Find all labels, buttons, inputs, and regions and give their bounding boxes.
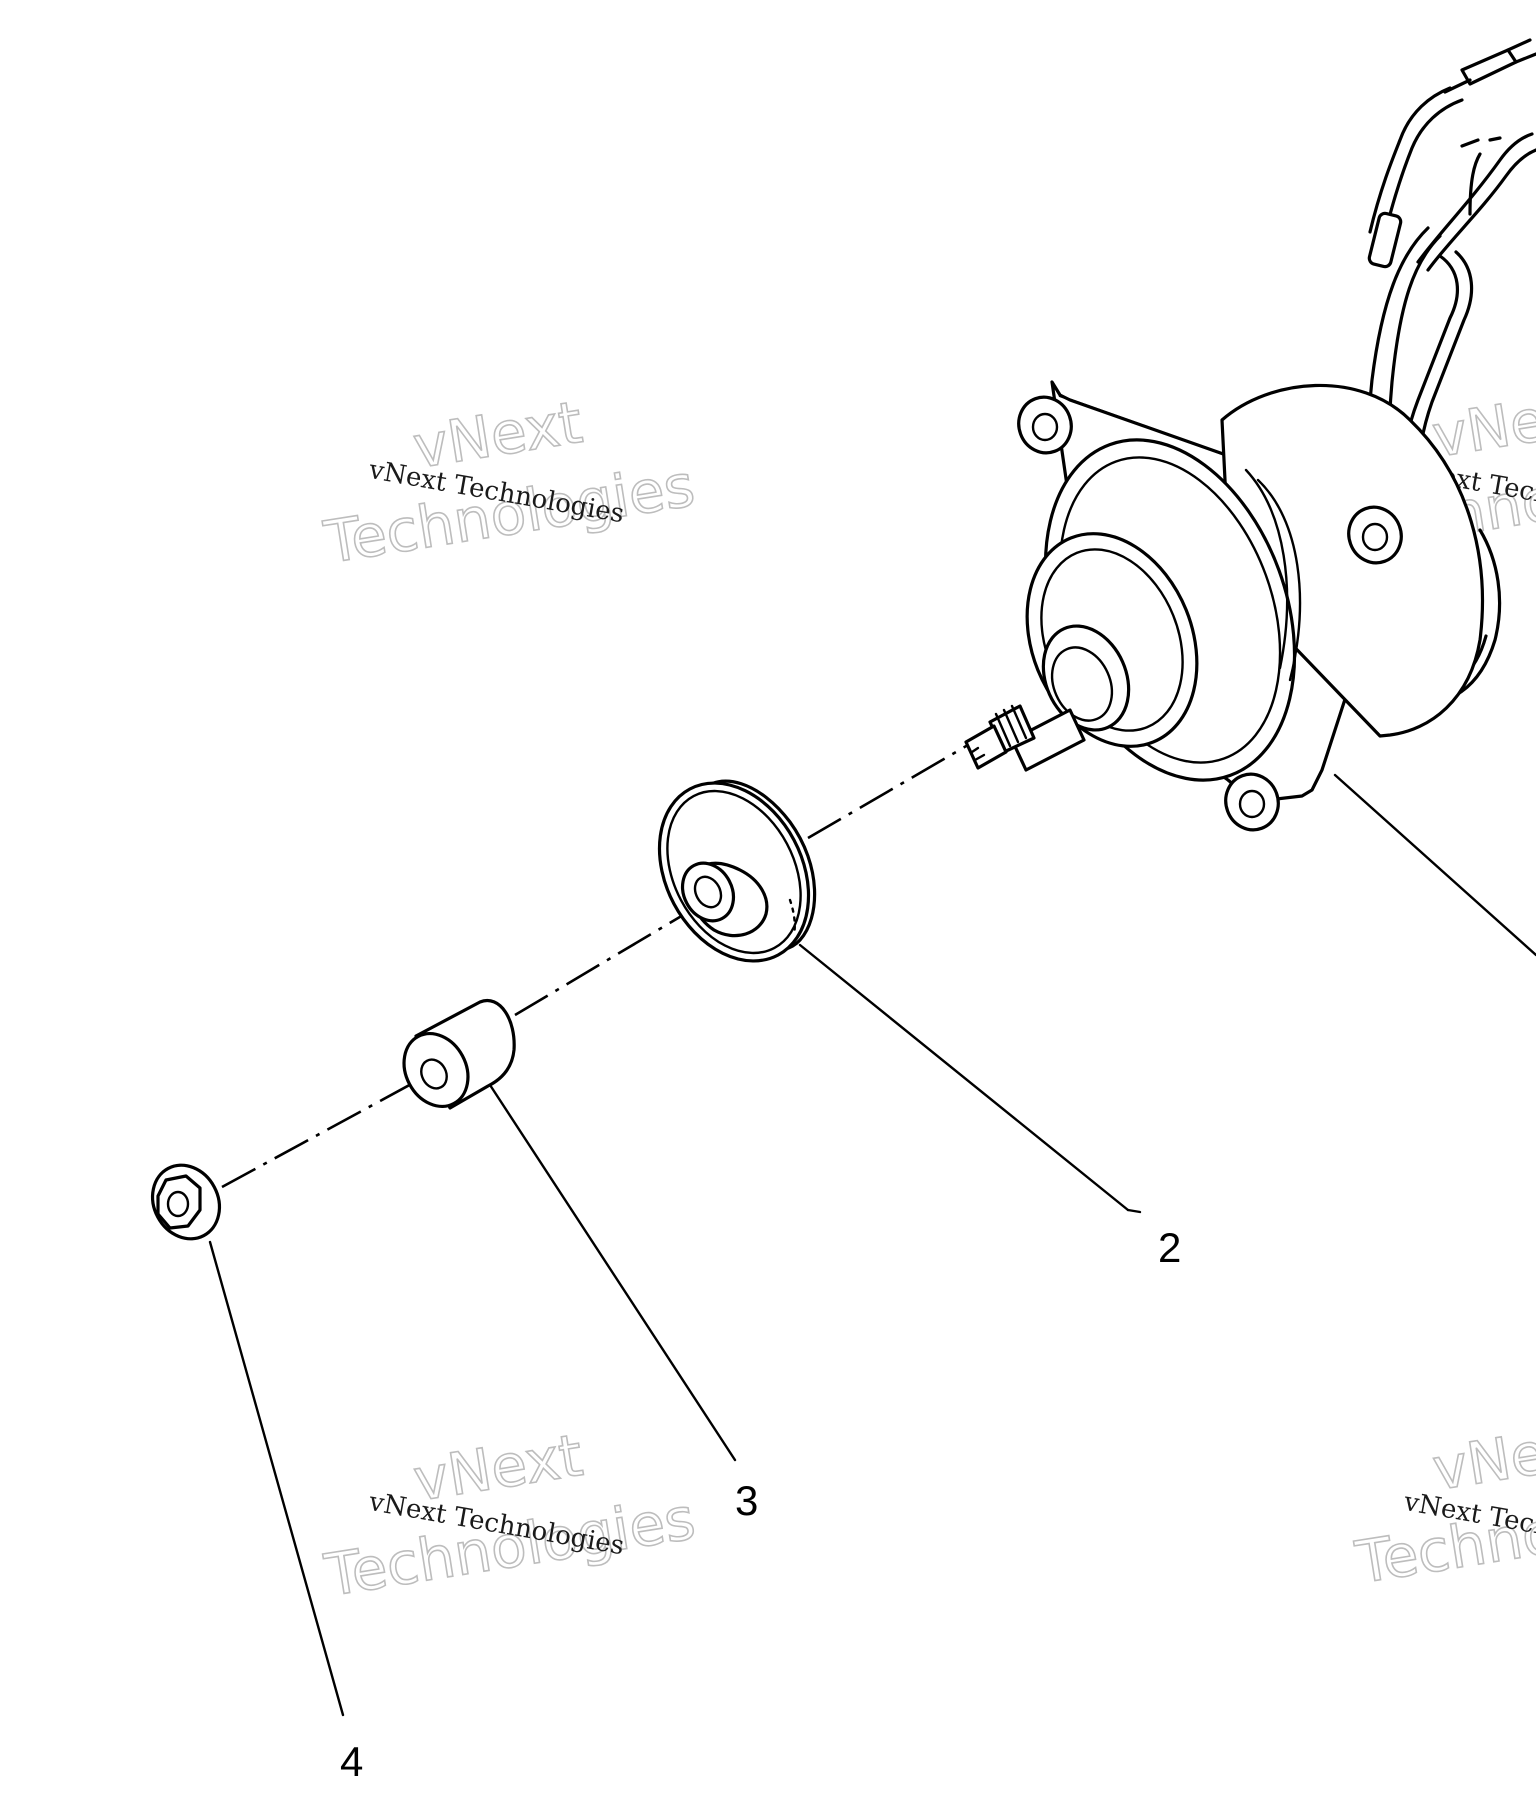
flange-hole-bottom: [1224, 772, 1280, 832]
flange-hole-right: [1347, 505, 1403, 565]
assembly-axis-segment: [221, 1080, 416, 1189]
part-3-spacer-collar: [402, 998, 737, 1462]
callout-label-4: 4: [340, 1738, 363, 1785]
watermark-big-line1: vNext: [1428, 1410, 1536, 1504]
watermark-top-left: vNext Technologies: [319, 387, 700, 577]
flange-hole-top-left: [1017, 395, 1073, 455]
part-4-flange-nut: [150, 1163, 345, 1717]
motor-assembly: [964, 38, 1536, 957]
leader-line-part-2: [798, 943, 1130, 1212]
motor-shaft: [1010, 708, 1086, 772]
leader-line-part-4: [208, 1240, 345, 1717]
watermark-big-line1: vNext: [1428, 377, 1536, 471]
callout-label-3: 3: [735, 1477, 758, 1524]
callout-label-2: 2: [1158, 1224, 1181, 1271]
assembly-axis-segment: [807, 743, 969, 840]
leader-line-part-3: [488, 1083, 737, 1462]
motor-housing-rear: [1220, 383, 1484, 738]
assembly-axis-segment: [514, 903, 701, 1017]
part-2-grommet: [657, 779, 1142, 1214]
watermark-bottom-left: vNext Technologies: [319, 1420, 700, 1610]
leader-line-part-1: [1333, 773, 1536, 957]
